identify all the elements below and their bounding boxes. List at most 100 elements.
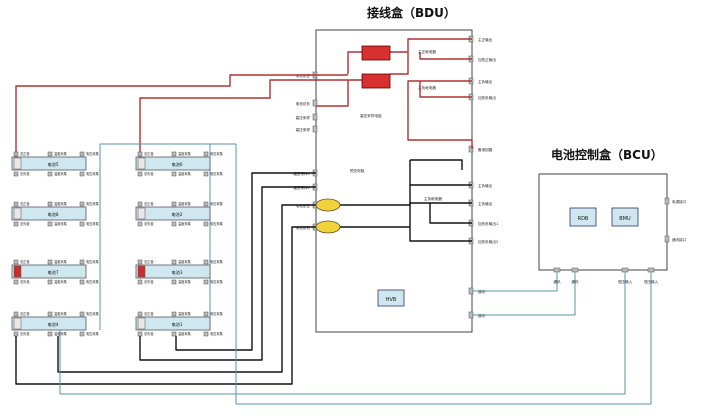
pack-terminal-label: 电压采集 bbox=[86, 311, 100, 316]
svg-text:高压采样电阻: 高压采样电阻 bbox=[360, 113, 382, 118]
pack-terminal bbox=[13, 221, 19, 227]
pack-terminal-label: 总正极 bbox=[144, 201, 154, 206]
pack-terminal-label: 温度采集 bbox=[178, 311, 192, 316]
pack-terminal bbox=[47, 311, 53, 317]
pack-name: 电池6 bbox=[171, 161, 182, 167]
pack-terminal-label: 电压采集 bbox=[210, 221, 224, 226]
pack-terminal bbox=[79, 311, 85, 317]
pack-terminal-label: 总负极 bbox=[20, 221, 30, 226]
pack-terminal-label: 电压采集 bbox=[86, 201, 100, 206]
bcu-module-rdb-label: RDB bbox=[578, 216, 589, 222]
bcu-title: 电池控制盒（BCU） bbox=[551, 148, 663, 162]
svg-text:高压采样: 高压采样 bbox=[296, 115, 311, 120]
pack-terminal bbox=[203, 201, 209, 207]
pack-terminal bbox=[79, 221, 85, 227]
pack-terminal bbox=[137, 259, 143, 265]
pack-terminal-label: 温度采集 bbox=[54, 331, 68, 336]
fuse-main-positive bbox=[361, 45, 391, 61]
pack-terminal-label: 温度采集 bbox=[178, 331, 192, 336]
resistor-2 bbox=[315, 220, 341, 234]
pack-terminal bbox=[47, 259, 53, 265]
pack-status-cell bbox=[137, 157, 146, 170]
pack-terminal bbox=[47, 279, 53, 285]
pack-terminal-label: 温度采集 bbox=[54, 259, 68, 264]
pack-name: 电池5 bbox=[47, 161, 58, 167]
pack-body bbox=[135, 264, 211, 279]
pack-terminal-label: 总负极 bbox=[144, 171, 154, 176]
pack-terminal-label: 总负极 bbox=[20, 171, 30, 176]
pack-body bbox=[135, 156, 211, 171]
pack-terminal-label: 温度采集 bbox=[178, 171, 192, 176]
pack-terminal bbox=[79, 259, 85, 265]
pack-terminal bbox=[79, 171, 85, 177]
pack-terminal bbox=[47, 171, 53, 177]
svg-text:电源接口: 电源接口 bbox=[672, 199, 687, 204]
pack-terminal bbox=[171, 221, 177, 227]
pack-status-cell bbox=[13, 207, 22, 220]
pack-terminal-label: 总正极 bbox=[20, 259, 30, 264]
bdu-title: 接线盒（BDU） bbox=[367, 6, 456, 20]
battery-pack: 总正极温度采集电压采集总负极温度采集电压采集电池8 bbox=[11, 201, 100, 227]
svg-text:通讯接口: 通讯接口 bbox=[672, 237, 687, 242]
pack-terminal-label: 总负极 bbox=[20, 331, 30, 336]
pack-terminal-label: 电压采集 bbox=[86, 171, 100, 176]
pack-terminal bbox=[137, 201, 143, 207]
pack-terminal-label: 温度采集 bbox=[178, 279, 192, 284]
resistor-1 bbox=[315, 198, 341, 212]
pack-terminal-label: 电压采集 bbox=[210, 331, 224, 336]
pack-terminal bbox=[171, 171, 177, 177]
pack-body bbox=[11, 206, 87, 221]
pack-terminal-label: 温度采集 bbox=[178, 259, 192, 264]
pack-terminal bbox=[13, 311, 19, 317]
pack-status-cell bbox=[13, 157, 22, 170]
pack-terminal bbox=[203, 221, 209, 227]
pack-terminal-label: 电压采集 bbox=[210, 201, 224, 206]
bcu-module-bmu-label: BMU bbox=[619, 216, 631, 222]
svg-text:主负输出: 主负输出 bbox=[478, 201, 493, 206]
pack-terminal bbox=[79, 151, 85, 157]
pack-terminal bbox=[13, 259, 19, 265]
pack-terminal-label: 温度采集 bbox=[178, 151, 192, 156]
hvb-module bbox=[377, 289, 405, 307]
pack-status-cell bbox=[13, 265, 22, 278]
svg-text:主负继电器: 主负继电器 bbox=[418, 85, 436, 90]
pack-terminal-label: 总负极 bbox=[144, 221, 154, 226]
pack-status-cell bbox=[137, 317, 146, 330]
svg-text:高压采样: 高压采样 bbox=[296, 127, 311, 132]
svg-text:备用回路: 备用回路 bbox=[478, 147, 493, 152]
pack-terminal-label: 温度采集 bbox=[54, 311, 68, 316]
pack-terminal-label: 总正极 bbox=[144, 311, 154, 316]
bcu-module-bmu bbox=[611, 207, 639, 227]
pack-terminal bbox=[171, 259, 177, 265]
svg-text:预充电阻: 预充电阻 bbox=[350, 168, 365, 173]
pack-name: 电池3 bbox=[171, 269, 182, 275]
pack-terminal bbox=[171, 201, 177, 207]
pack-body bbox=[11, 156, 87, 171]
svg-text:加热负输出: 加热负输出 bbox=[478, 95, 496, 100]
battery-pack: 总正极温度采集电压采集总负极温度采集电压采集电池5 bbox=[11, 151, 100, 177]
pack-terminal-label: 电压采集 bbox=[210, 311, 224, 316]
pack-terminal bbox=[171, 279, 177, 285]
pack-terminal bbox=[203, 171, 209, 177]
pack-terminal-label: 电压采集 bbox=[86, 279, 100, 284]
pack-terminal bbox=[47, 201, 53, 207]
pack-terminal bbox=[47, 221, 53, 227]
pack-terminal-label: 温度采集 bbox=[178, 221, 192, 226]
pack-name: 电池2 bbox=[171, 211, 182, 217]
battery-pack: 总正极温度采集电压采集总负极温度采集电压采集电池4 bbox=[11, 311, 100, 337]
pack-terminal bbox=[203, 311, 209, 317]
pack-terminal-label: 总正极 bbox=[20, 151, 30, 156]
svg-text:主正继电器: 主正继电器 bbox=[418, 49, 436, 54]
hvb-label: HVB bbox=[386, 297, 397, 303]
pack-terminal bbox=[171, 331, 177, 337]
pack-terminal bbox=[13, 201, 19, 207]
pack-terminal-label: 温度采集 bbox=[54, 201, 68, 206]
pack-terminal bbox=[137, 311, 143, 317]
pack-terminal bbox=[13, 331, 19, 337]
pack-terminal bbox=[13, 171, 19, 177]
pack-terminal bbox=[137, 151, 143, 157]
pack-terminal-label: 电压采集 bbox=[86, 259, 100, 264]
svg-text:主正输出: 主正输出 bbox=[478, 37, 493, 42]
battery-pack: 总正极温度采集电压采集总负极温度采集电压采集电池2 bbox=[135, 201, 224, 227]
